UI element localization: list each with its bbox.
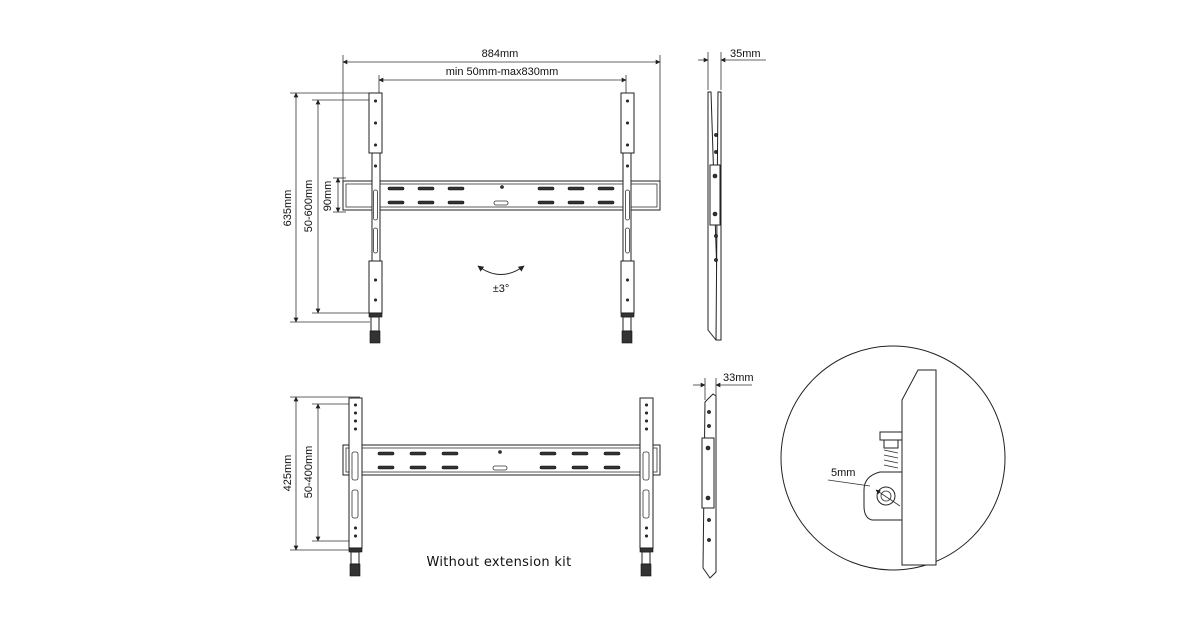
vesa-height-top-label: 50-600mm (303, 180, 315, 233)
front-view-extended: 884mm min 50mm-max830mm 635mm 50-600mm 9… (282, 48, 661, 344)
side-view-bottom: 33mm (693, 372, 754, 579)
without-kit-caption: Without extension kit (427, 555, 572, 570)
rail-height-label: 90mm (322, 181, 334, 212)
tilt-label: ±3° (493, 283, 510, 295)
height-635-label: 635mm (282, 190, 294, 227)
side-view-top: 35mm (698, 48, 766, 341)
front-view-no-extension: 425mm 50-400mm (282, 396, 661, 577)
detail-magnifier: 5mm (780, 345, 1006, 571)
depth-35-label: 35mm (730, 48, 761, 60)
width-884-label: 884mm (482, 48, 519, 60)
height-425-label: 425mm (282, 455, 294, 492)
depth-33-label: 33mm (723, 372, 754, 384)
range-label: min 50mm-max830mm (446, 66, 558, 78)
tilt-arrow-icon (477, 265, 525, 275)
vesa-height-bottom-label: 50-400mm (303, 446, 315, 499)
gap-5mm-label: 5mm (831, 467, 855, 479)
